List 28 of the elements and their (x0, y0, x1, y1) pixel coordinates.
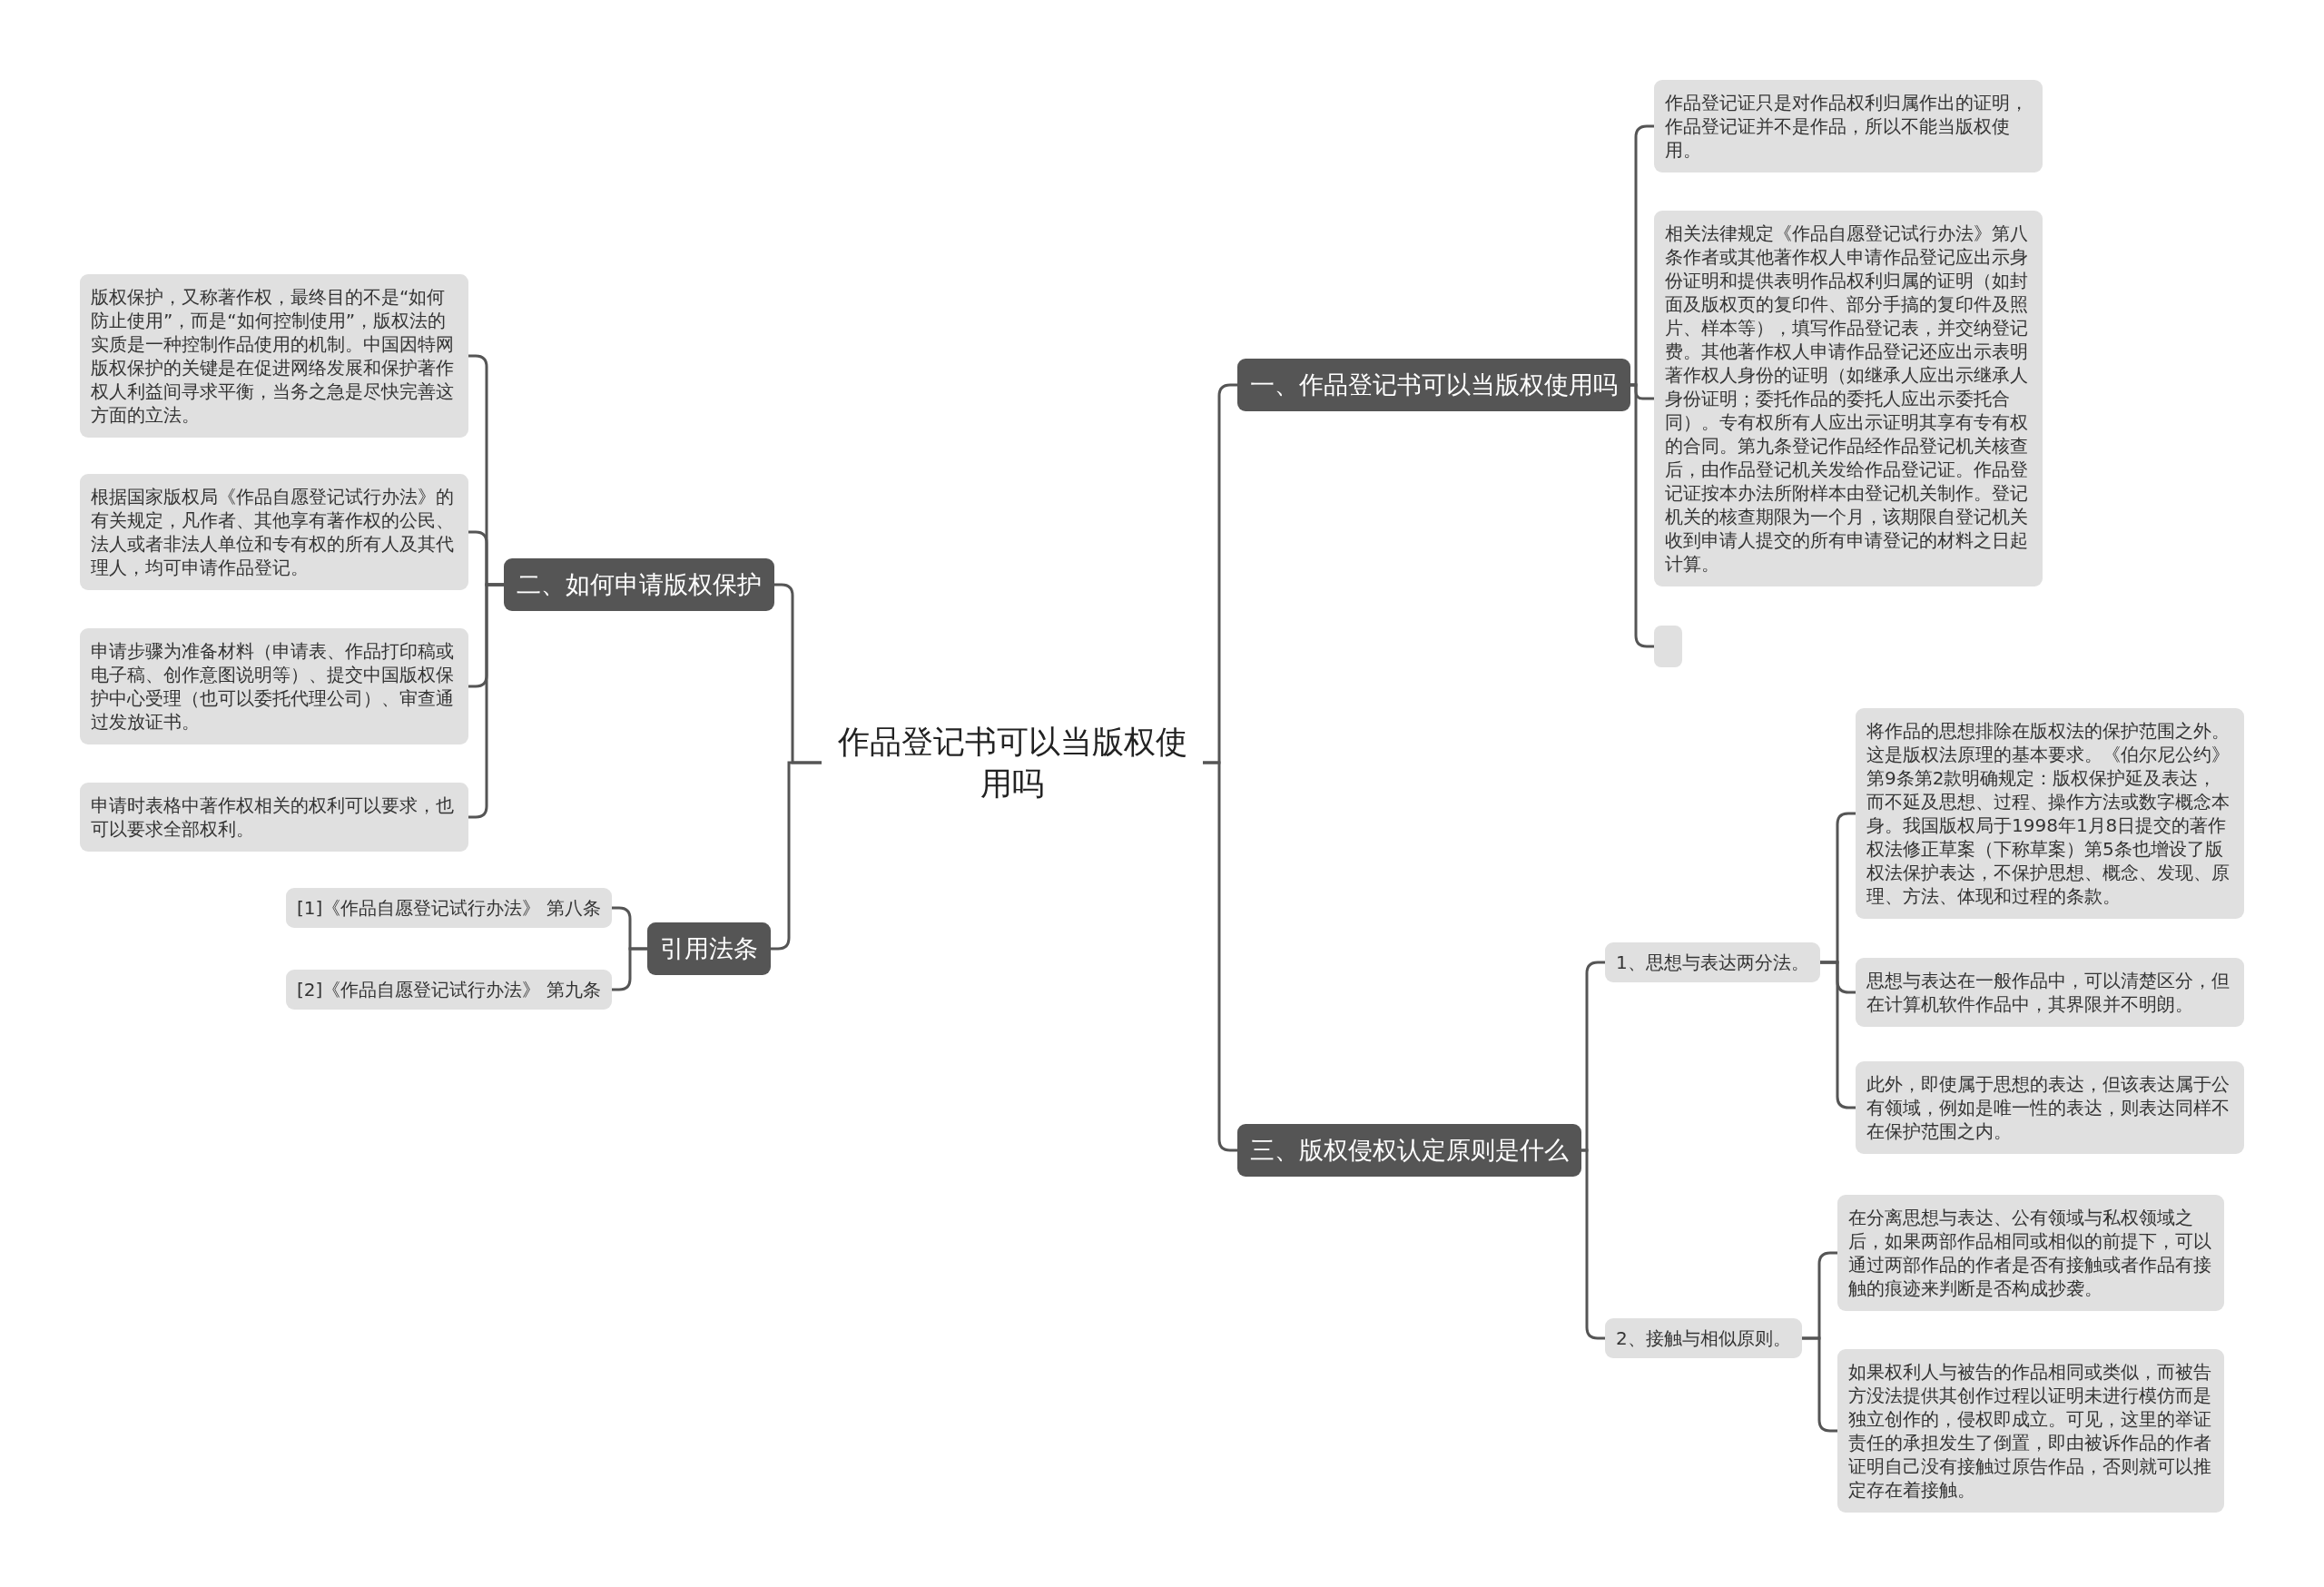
central-topic: 作品登记书可以当版权使用吗 (822, 717, 1203, 808)
note-box: 申请时表格中著作权相关的权利可以要求，也可以要求全部权利。 (80, 783, 468, 852)
connector-line (1203, 761, 1237, 1152)
connector-line (1802, 1336, 1837, 1433)
note-box: 如果权利人与被告的作品相同或类似，而被告方没法提供其创作过程以证明未进行模仿而是独立创作的，侵权即成立。可见，这里的举证责任的承担发生了倒置，即由被诉作品的作者证明自己没有接触过原告作品，否则就可以推定存在着接触。 (1837, 1349, 2224, 1513)
connector-line (468, 583, 504, 819)
connector-line (1820, 961, 1856, 1109)
subtopic-box: [1]《作品自愿登记试行办法》 第八条 (286, 888, 612, 928)
topic-box: 引用法条 (647, 922, 771, 975)
note-box: 相关法律规定《作品自愿登记试行办法》第八条作者或其他著作权人申请作品登记应出示身份证明和提供表明作品权利归属的证明（如封面及版权页的复印件、部分手搞的复印件及照片、样本等），填写作品登记表，并交纳登记费。其他著作权人申请作品登记还应出示表明著作权人身份的证明（如继承人应出示继承人身份证明；委托作品的委托人应出示委托合同）。专有权所有人应出示证明其享有专有权的合同。第九条登记作品经作品登记机关核查后，由作品登记机关发给作品登记证。作品登记证按本办法所附样本由登记机关制作。登记机关的核查期限为一个月，该期限自登记机关收到申请人提交的所有申请登记的材料之日起计算。 (1654, 211, 2043, 586)
topic-box: 二、如何申请版权保护 (504, 558, 774, 611)
subtopic-box: [2]《作品自愿登记试行办法》 第九条 (286, 970, 612, 1010)
note-box: 版权保护，又称著作权，最终目的不是“如何防止使用”，而是“如何控制使用”，版权法的实质是一种控制作品使用的机制。中国因特网版权保护的关键是在促进网络发展和保护著作权人利益间寻求平衡，当务之急是尽快完善这方面的立法。 (80, 274, 468, 438)
subtopic-box: 2、接触与相似原则。 (1605, 1318, 1802, 1358)
connector-line (1581, 1148, 1605, 1340)
note-box: 在分离思想与表达、公有领域与私权领域之后，如果两部作品相同或相似的前提下，可以通过两部作品的作者是否有接触或者作品有接触的痕迹来判断是否构成抄袭。 (1837, 1195, 2224, 1311)
topic-box: 三、版权侵权认定原则是什么 (1237, 1124, 1581, 1177)
note-box: 将作品的思想排除在版权法的保护范围之外。这是版权法原理的基本要求。《伯尔尼公约》第9条第2款明确规定：版权保护延及表达，而不延及思想、过程、操作方法或数字概念本身。我国版权局于1998年1月8日提交的著作权法修正草案（下称草案）第5条也增设了版权法保护表达，不保护思想、概念、发现、原理、方法、体现和过程的条款。 (1856, 708, 2244, 919)
connector-line (612, 947, 647, 991)
subtopic-box: 1、思想与表达两分法。 (1605, 942, 1820, 982)
note-box: 申请步骤为准备材料（申请表、作品打印稿或电子稿、创作意图说明等）、提交中国版权保护中心受理（也可以委托代理公司）、审查通过发放证书。 (80, 628, 468, 744)
topic-box: 一、作品登记书可以当版权使用吗 (1237, 359, 1630, 411)
empty-box (1654, 626, 1682, 667)
connector-line (771, 761, 822, 951)
note-box: 思想与表达在一般作品中，可以清楚区分，但在计算机软件作品中，其界限并不明朗。 (1856, 958, 2244, 1027)
note-box: 作品登记证只是对作品权利归属作出的证明，作品登记证并不是作品，所以不能当版权使用。 (1654, 80, 2043, 172)
note-box: 此外，即使属于思想的表达，但该表达属于公有领域，例如是唯一性的表达，则表达同样不在保护范围之内。 (1856, 1061, 2244, 1154)
note-box: 根据国家版权局《作品自愿登记试行办法》的有关规定，凡作者、其他享有著作权的公民、法人或者非法人单位和专有权的所有人及其代理人，均可申请作品登记。 (80, 474, 468, 590)
